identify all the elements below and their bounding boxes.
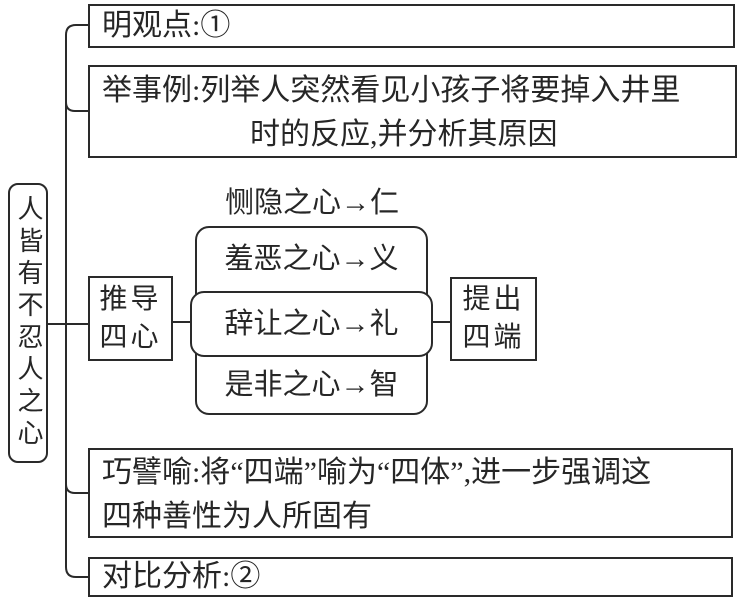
heart-rightwrong-label: 是非之心→智 — [224, 369, 399, 401]
example-line2: 时的反应,并分析其原因 — [250, 118, 558, 151]
branch-metaphor-line — [65, 483, 88, 494]
heart-deference-box: 辞让之心→礼 — [190, 291, 433, 357]
viewpoint-node: 明观点:① — [88, 4, 735, 48]
example-line1: 举事例:列举人突然看见小孩子将要掉入井里 — [102, 74, 681, 107]
conclusion-node: 提出 四端 — [450, 277, 537, 361]
conclusion-line1: 提出 — [462, 284, 525, 315]
example-node: 举事例:列举人突然看见小孩子将要掉入井里 时的反应,并分析其原因 — [88, 65, 737, 158]
contrast-label: 对比分析:② — [102, 560, 261, 593]
metaphor-line1: 巧譬喻:将“四端”喻为“四体”,进一步强调这 — [102, 456, 652, 489]
branch-example-line — [65, 101, 88, 112]
derivation-line2: 四心 — [99, 321, 162, 353]
contrast-node: 对比分析:② — [88, 557, 733, 597]
root-node: 人皆有不忍人之心 — [8, 183, 48, 463]
conclusion-line2: 四端 — [462, 322, 525, 353]
heart-compassion-label: 恻隐之心→仁 — [224, 187, 399, 219]
metaphor-line2: 四种善性为人所固有 — [102, 500, 372, 533]
derivation-line1: 推导 — [99, 283, 162, 315]
spine-line — [65, 24, 88, 578]
metaphor-node: 巧譬喻:将“四端”喻为“四体”,进一步强调这 四种善性为人所固有 — [88, 448, 733, 538]
viewpoint-label: 明观点:① — [102, 9, 231, 42]
heart-shame-label: 羞恶之心→义 — [224, 243, 399, 275]
derivation-node: 推导 四心 — [88, 276, 173, 361]
